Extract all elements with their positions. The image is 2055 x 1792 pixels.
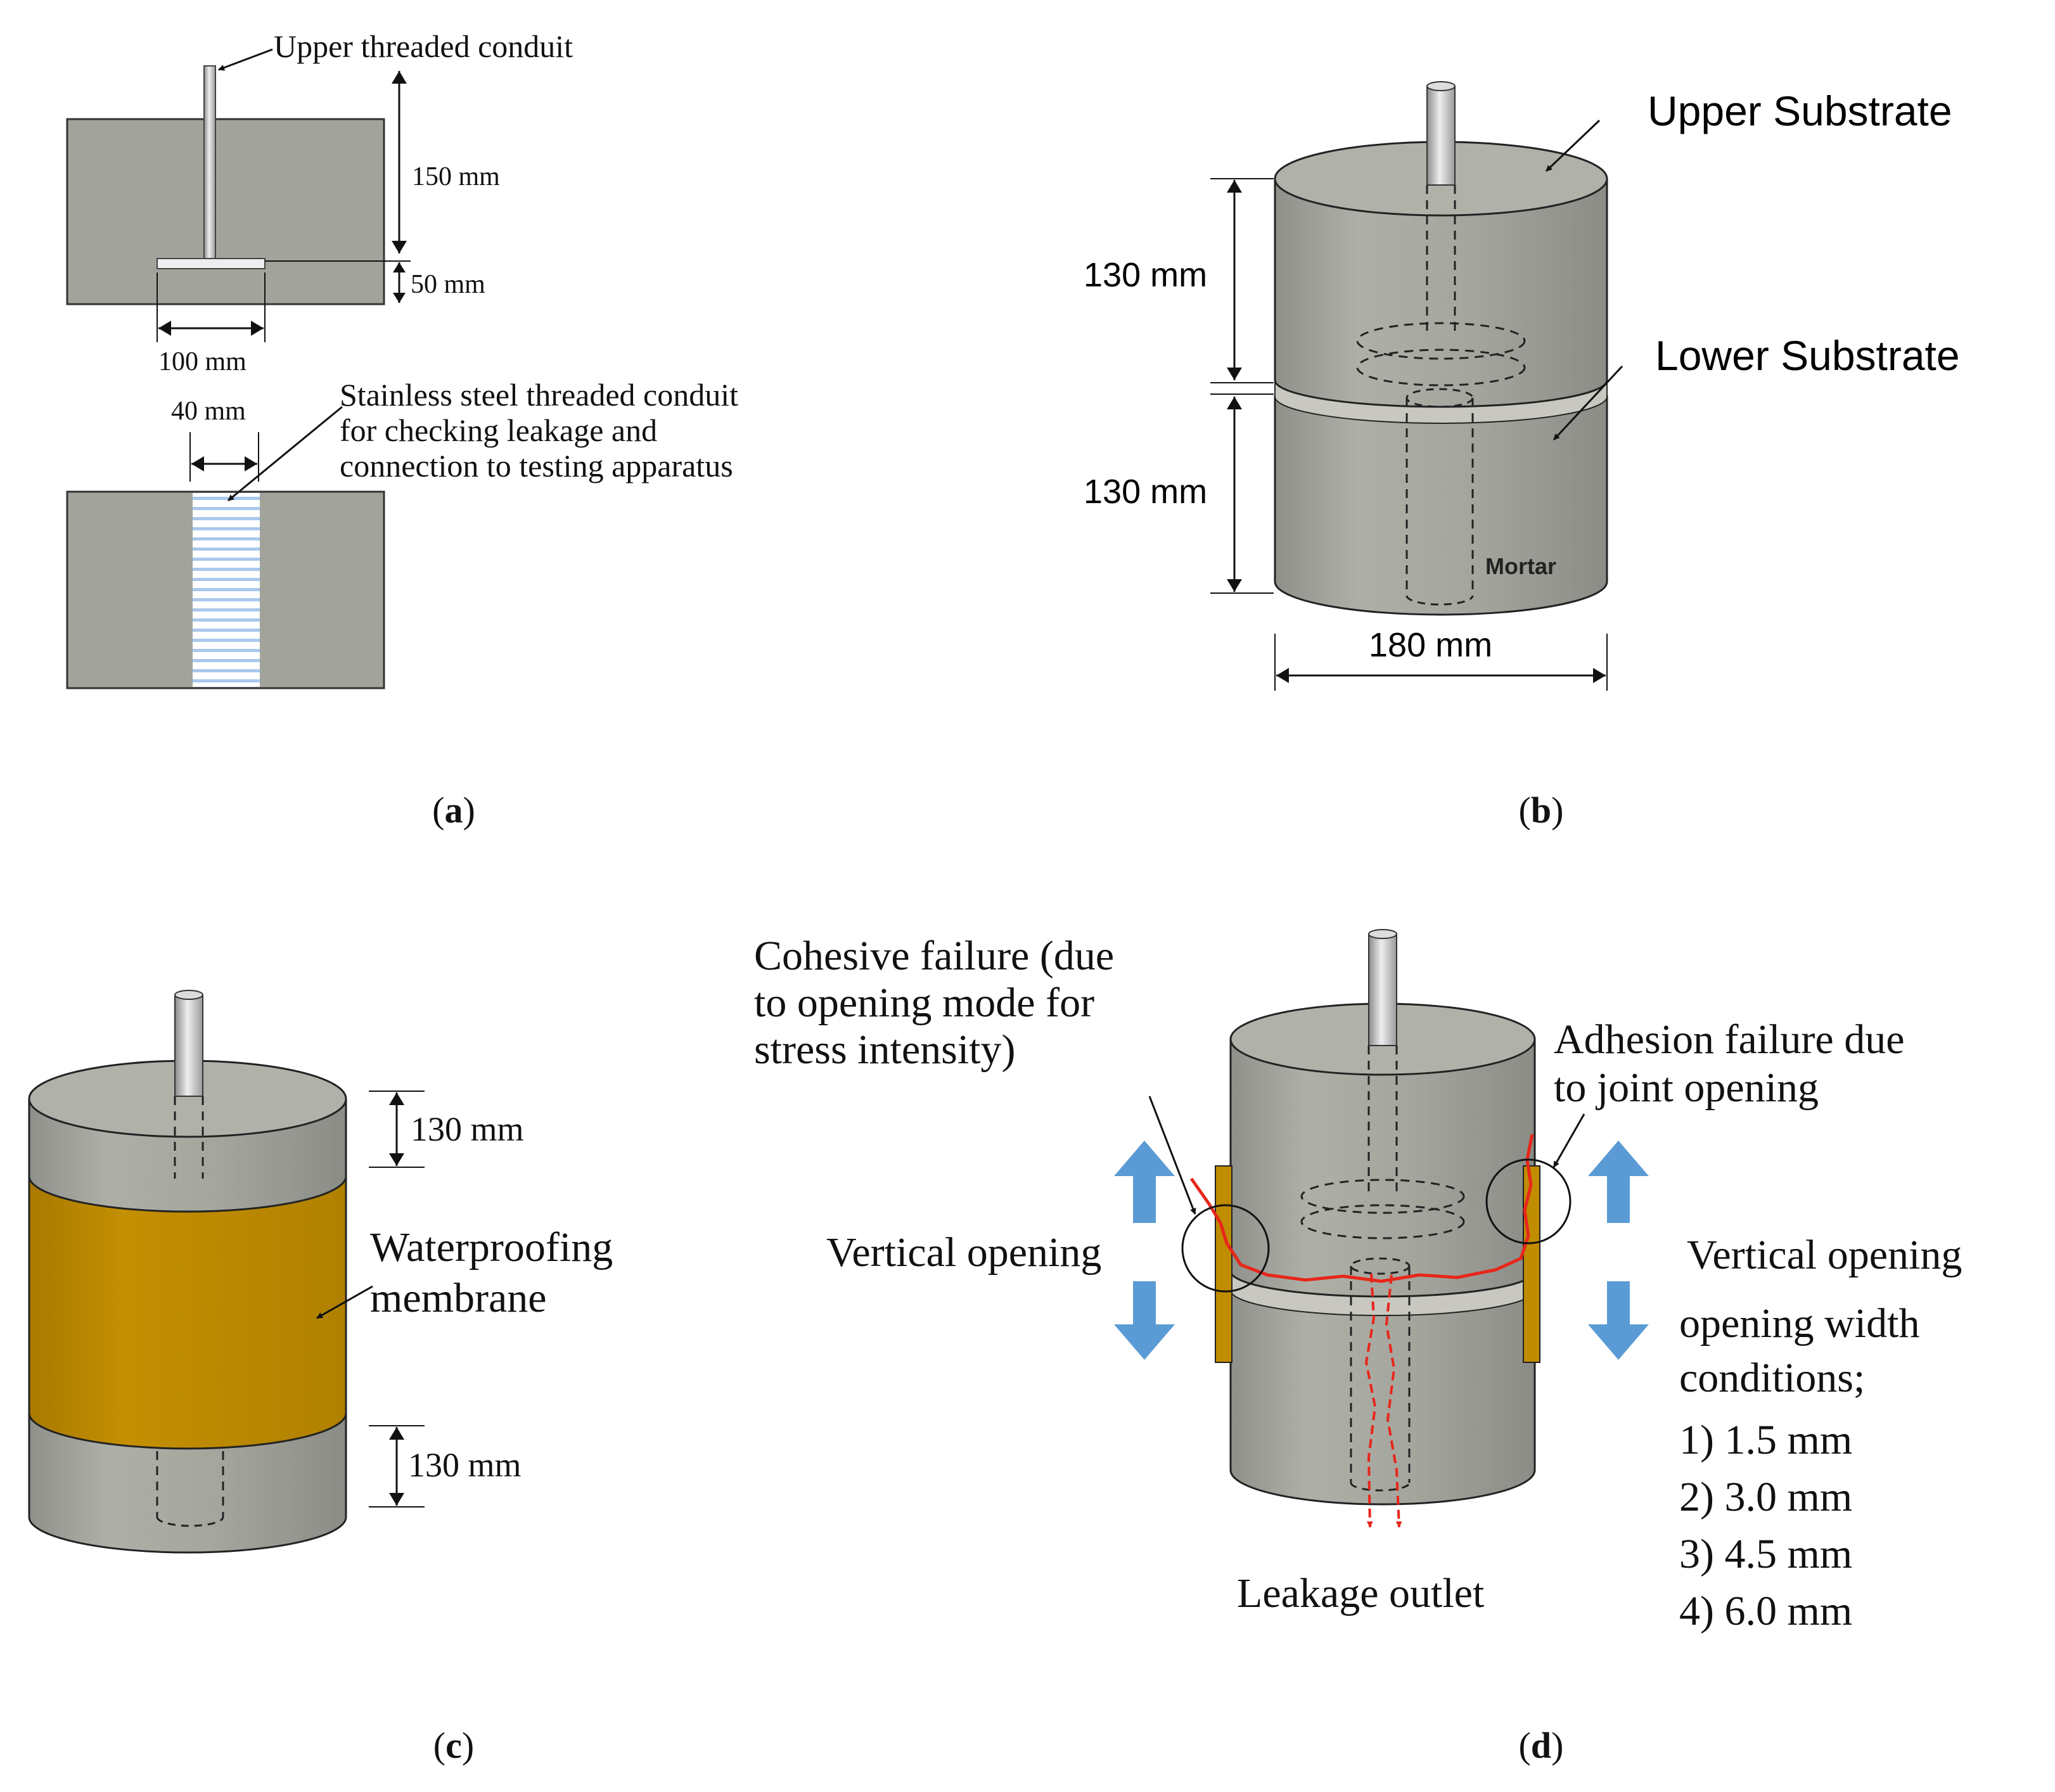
- dim-150-label: 150 mm: [412, 162, 500, 191]
- lower-substrate-label: Lower Substrate: [1655, 332, 1960, 379]
- vertical-opening-left-label: Vertical opening: [826, 1229, 1101, 1276]
- arrow-down-right: [1588, 1281, 1649, 1360]
- cohesive-failure-leader: [1148, 1096, 1196, 1215]
- dim-100-label: 100 mm: [158, 347, 246, 376]
- upper-block: [66, 118, 385, 305]
- dim-c-top-label: 130 mm: [411, 1110, 524, 1148]
- adhesion-failure-circle: [1485, 1158, 1572, 1245]
- cohesive-failure-label-2: to opening mode for: [754, 980, 1094, 1026]
- caption-c: (c): [433, 1725, 474, 1766]
- steel-conduit-label-3: connection to testing apparatus: [340, 448, 733, 483]
- vertical-opening-right-label: Vertical opening: [1687, 1232, 1962, 1278]
- caption-a: (a): [432, 790, 475, 831]
- leak-path-2: [1385, 1274, 1402, 1528]
- dim-upper-label: 130 mm: [1084, 256, 1207, 294]
- leakage-outlet-label: Leakage outlet: [1237, 1570, 1484, 1616]
- waterproofing-membrane: [28, 1175, 347, 1450]
- rod-c: [174, 994, 203, 1097]
- membrane-label-2: membrane: [370, 1275, 547, 1321]
- caption-d: (d): [1519, 1725, 1564, 1766]
- adhesion-failure-leader: [1552, 1113, 1585, 1168]
- arrow-up-right: [1588, 1141, 1649, 1223]
- adhesion-failure-label-1: Adhesion failure due: [1554, 1016, 1905, 1063]
- condition-item: 3) 4.5 mm: [1679, 1531, 1852, 1577]
- cohesive-failure-circle: [1181, 1204, 1270, 1293]
- membrane-label-1: Waterproofing: [370, 1224, 613, 1270]
- crack-path: [1189, 1134, 1534, 1283]
- upper-cylinder-d: [1229, 1038, 1536, 1298]
- condition-item: 1) 1.5 mm: [1679, 1417, 1852, 1463]
- arrow-down-left: [1114, 1281, 1175, 1360]
- upper-conduit-label: Upper threaded conduit: [274, 29, 573, 64]
- rod-b: [1426, 86, 1456, 186]
- embedded-plate-d: [1300, 1179, 1465, 1214]
- panel-a: Upper threaded conduit 150 mm 50 mm 100 …: [66, 29, 738, 831]
- embedded-plate-b: [1356, 322, 1526, 360]
- dim-40-label: 40 mm: [171, 397, 246, 426]
- threaded-hole: [193, 493, 260, 687]
- panel-c: 130 mm 130 mm Waterproofing membrane (c): [28, 990, 613, 1766]
- dim-lower-label: 130 mm: [1084, 473, 1207, 511]
- upper-substrate-label: Upper Substrate: [1648, 87, 1952, 134]
- membrane-leader: [316, 1285, 373, 1319]
- steel-conduit-leader: [227, 406, 343, 502]
- dim-diameter-label: 180 mm: [1369, 626, 1492, 664]
- mortar-label: Mortar: [1485, 553, 1556, 579]
- condition-item: 4) 6.0 mm: [1679, 1588, 1852, 1634]
- rod-d: [1368, 933, 1397, 1046]
- left-membrane-strip: [1215, 1165, 1232, 1363]
- upper-substrate-leader: [1545, 119, 1601, 172]
- right-membrane-strip: [1523, 1165, 1540, 1363]
- steel-conduit-label-2: for checking leakage and: [340, 413, 657, 448]
- cohesive-failure-label-3: stress intensity): [754, 1027, 1015, 1073]
- conditions-label-1: opening width: [1679, 1300, 1919, 1347]
- arrow-up-left: [1114, 1141, 1175, 1223]
- dim-50-label: 50 mm: [411, 270, 485, 299]
- cohesive-failure-label-1: Cohesive failure (due: [754, 933, 1114, 979]
- caption-b: (b): [1519, 790, 1564, 831]
- panel-d: Cohesive failure (due to opening mode fo…: [754, 929, 1962, 1766]
- adhesion-failure-label-2: to joint opening: [1554, 1065, 1819, 1111]
- conditions-label-2: conditions;: [1679, 1355, 1865, 1401]
- panel-b: Mortar 130 mm 130 mm 180 mm Upper Substr…: [1084, 81, 1960, 831]
- upper-threaded-conduit-rod: [203, 65, 216, 262]
- conduit-plate: [157, 258, 266, 269]
- leak-path-1: [1364, 1273, 1377, 1528]
- dim-c-bottom-label: 130 mm: [408, 1446, 522, 1484]
- conduit-label-leader: [218, 48, 273, 71]
- steel-conduit-label-1: Stainless steel threaded conduit: [340, 377, 738, 413]
- condition-item: 2) 3.0 mm: [1679, 1474, 1852, 1520]
- lower-substrate-leader: [1552, 365, 1623, 441]
